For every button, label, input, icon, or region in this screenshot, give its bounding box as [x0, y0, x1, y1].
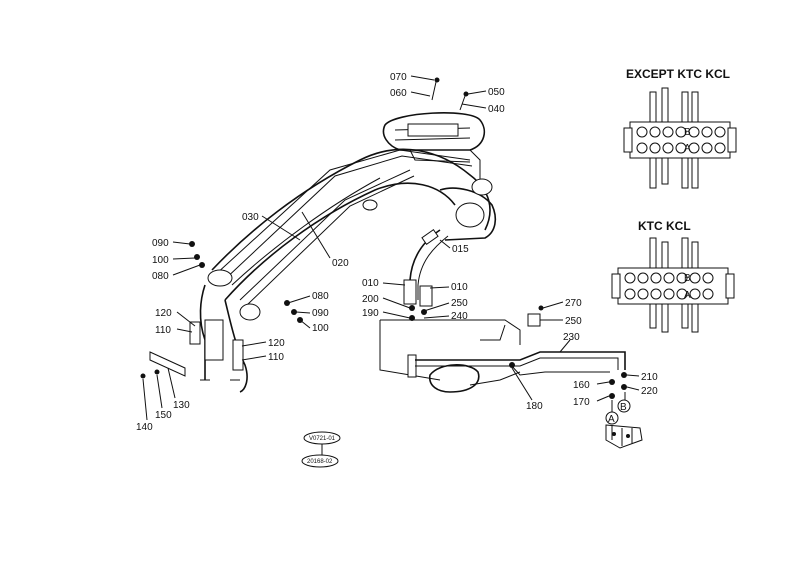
valve1-port-a: A	[684, 143, 691, 154]
marker-b: B	[617, 399, 631, 413]
label-120-left: 120	[155, 308, 172, 319]
label-180: 180	[526, 401, 543, 412]
label-040: 040	[488, 104, 505, 115]
label-080-left: 080	[152, 271, 169, 282]
label-030: 030	[242, 212, 259, 223]
stamp-2: 20168-02	[307, 459, 333, 465]
label-170: 170	[573, 397, 590, 408]
label-220: 220	[641, 386, 658, 397]
stamp-1: V0721-01	[309, 436, 336, 442]
label-230: 230	[563, 332, 580, 343]
label-270: 270	[565, 298, 582, 309]
label-210: 210	[641, 372, 658, 383]
title-except-ktc-kcl: EXCEPT KTC KCL	[626, 67, 730, 81]
label-250-right: 250	[565, 316, 582, 327]
boom-arm-drawing	[140, 77, 643, 449]
label-250-center: 250	[451, 298, 468, 309]
valve-ktc-kcl: KTC KCL B A	[611, 219, 735, 333]
label-100-right: 100	[312, 323, 329, 334]
label-090-left: 090	[152, 238, 169, 249]
marker-b-label: B	[620, 402, 627, 413]
label-160: 160	[573, 380, 590, 391]
marker-a-label: A	[608, 414, 615, 425]
label-140: 140	[136, 422, 153, 433]
label-015: 015	[452, 244, 469, 255]
label-050: 050	[488, 87, 505, 98]
valve2-port-a: A	[684, 290, 691, 301]
leader-lines	[142, 75, 640, 421]
valve2-port-b: B	[684, 273, 691, 284]
label-010-right: 010	[451, 282, 468, 293]
valve1-port-b: B	[684, 127, 691, 138]
label-010-left: 010	[362, 278, 379, 289]
label-150: 150	[155, 410, 172, 421]
label-110-left: 110	[155, 325, 171, 336]
label-070: 070	[390, 72, 407, 83]
label-090-right: 090	[312, 308, 329, 319]
label-120-right: 120	[268, 338, 285, 349]
label-080-right: 080	[312, 291, 329, 302]
label-240: 240	[451, 311, 468, 322]
valve-except-ktc-kcl: EXCEPT KTC KCL B A	[623, 67, 737, 189]
drawing-stamps: V0721-01 20168-02	[301, 431, 341, 468]
label-190: 190	[362, 308, 379, 319]
label-060: 060	[390, 88, 407, 99]
title-ktc-kcl: KTC KCL	[638, 219, 691, 233]
part-labels: 070 060 050 040 030 020 015 090 100 080 …	[136, 72, 658, 433]
label-110-right: 110	[268, 352, 284, 363]
label-200: 200	[362, 294, 379, 305]
label-020: 020	[332, 258, 349, 269]
label-100-left: 100	[152, 255, 169, 266]
marker-a: A	[605, 411, 619, 425]
label-130: 130	[173, 400, 190, 411]
